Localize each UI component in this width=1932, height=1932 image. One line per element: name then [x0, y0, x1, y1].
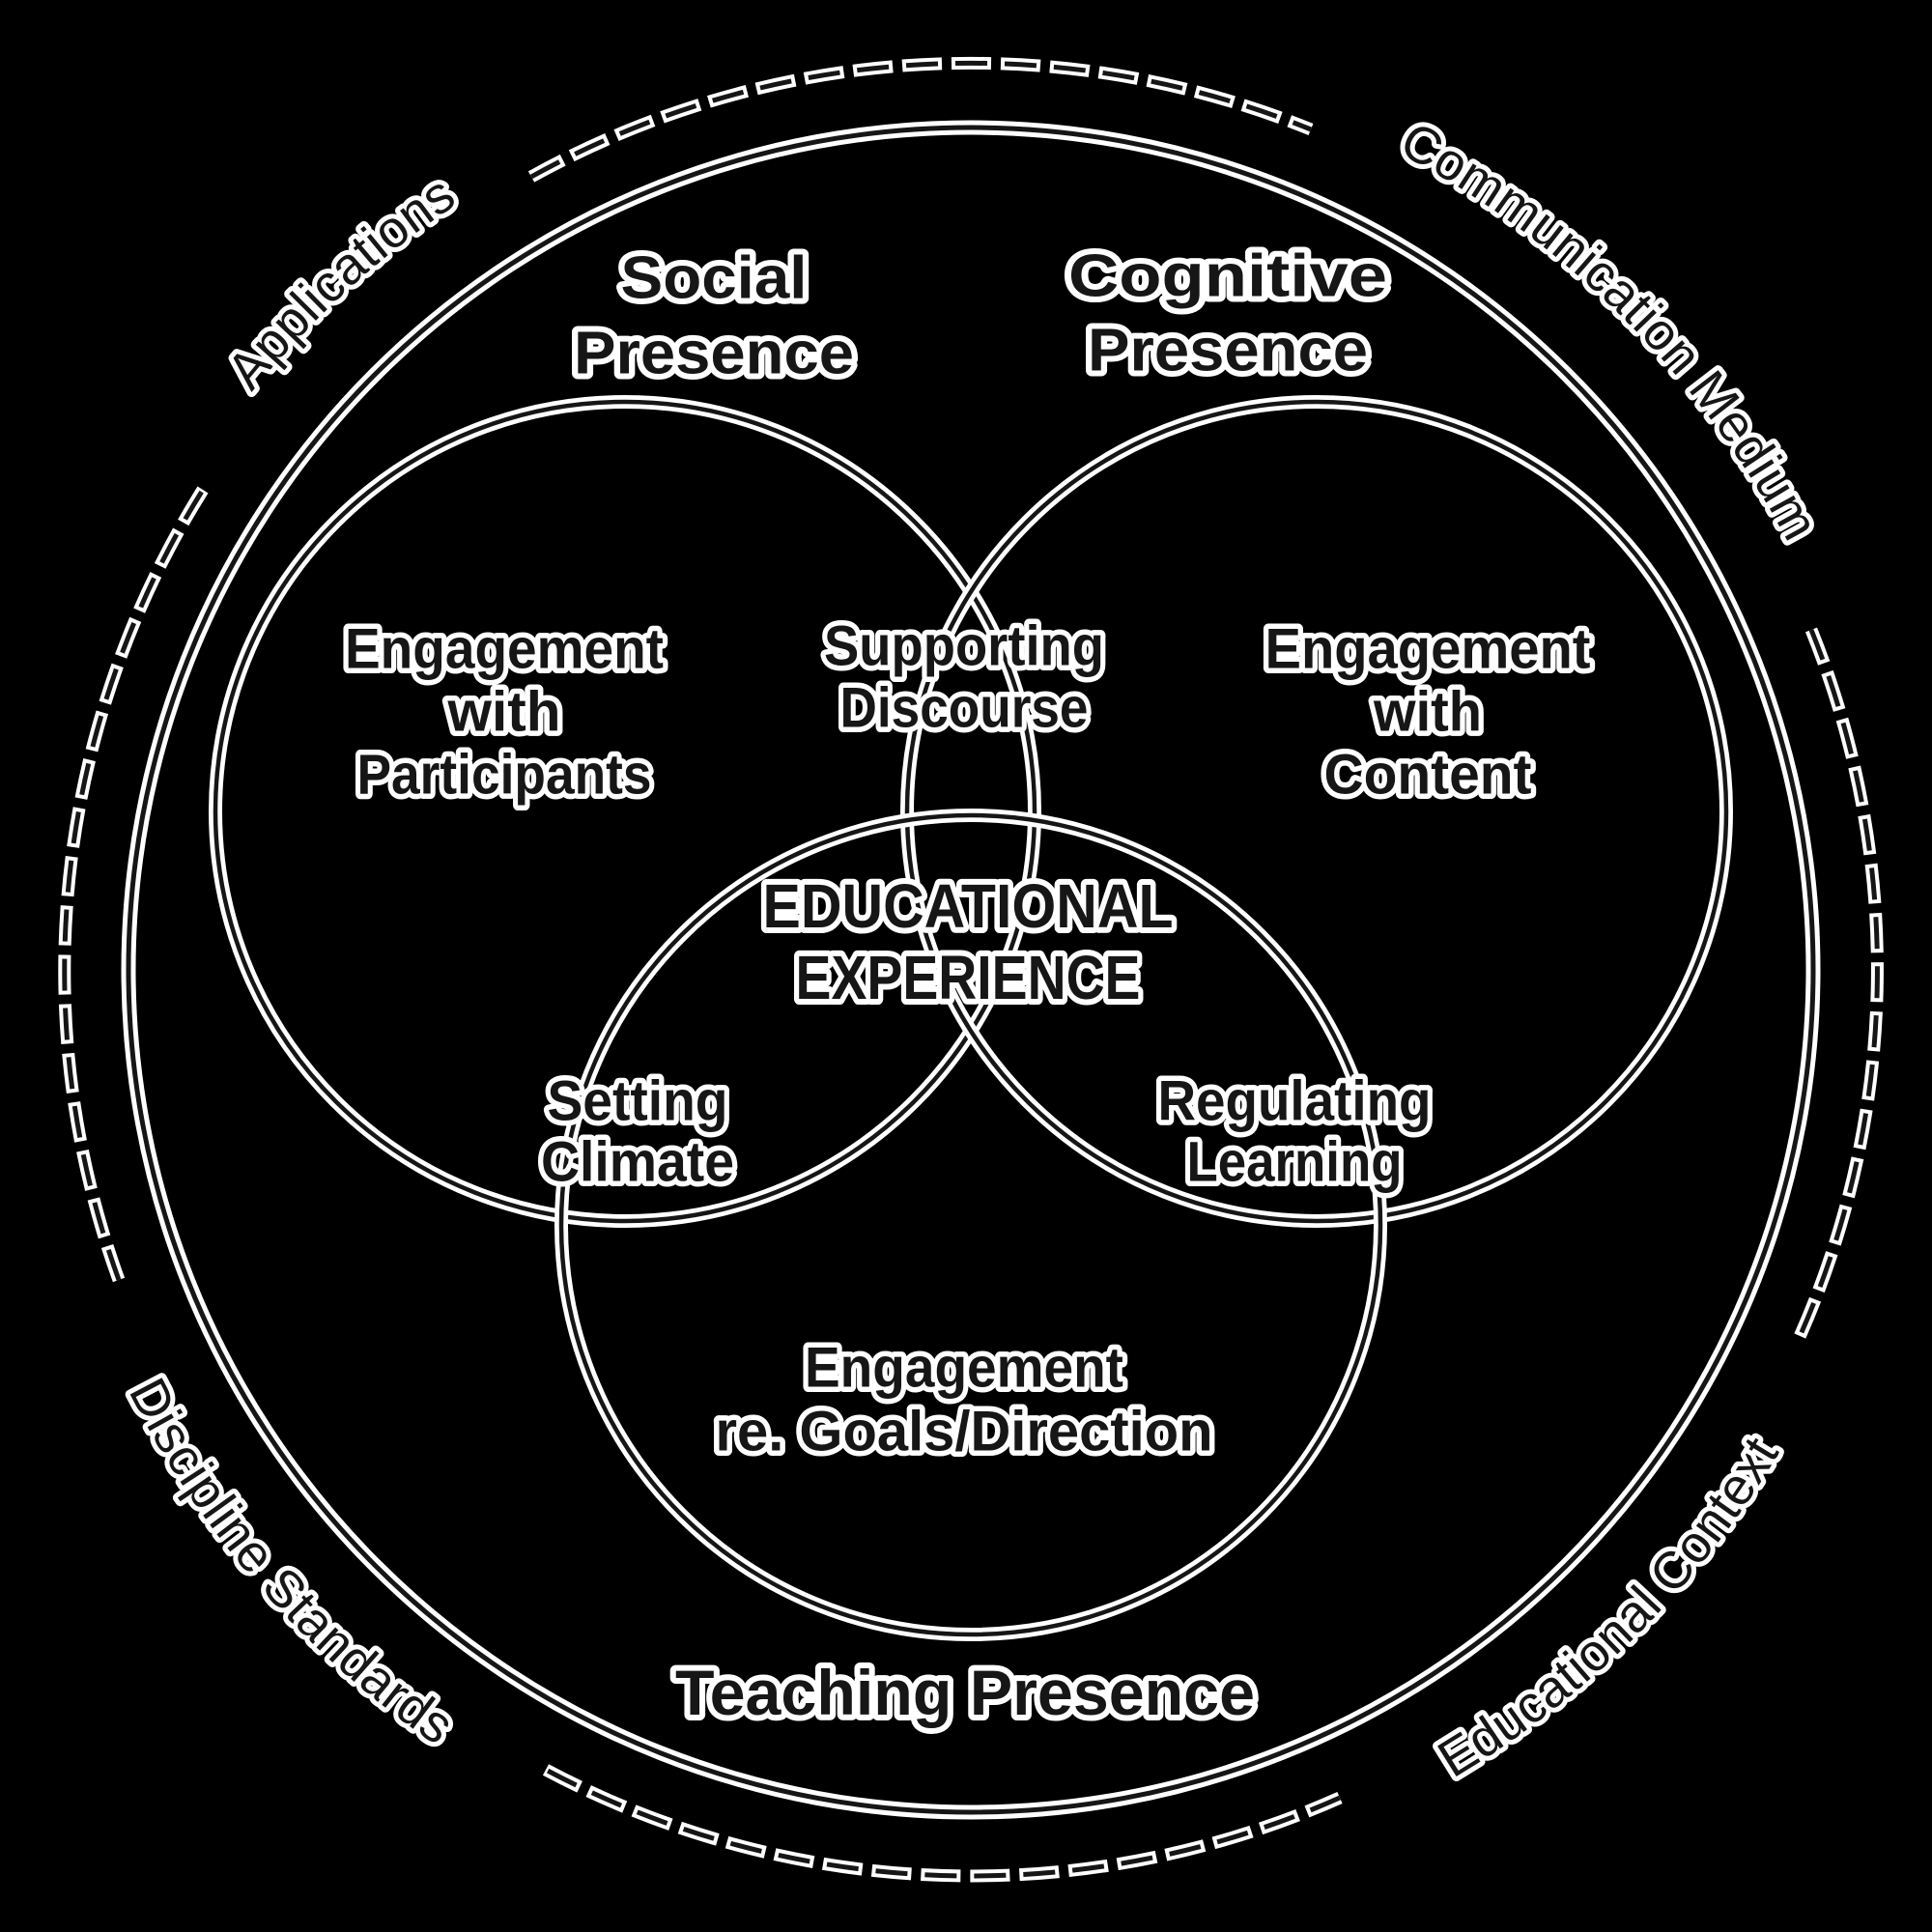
goals-line2: re. Goals/Direction [716, 1401, 1213, 1463]
regulating-line1: Regulating [1158, 1070, 1432, 1133]
label-cognitive-presence: Cognitive Presence [1063, 238, 1393, 390]
region-engagement-with-participants: Engagement with Participants [340, 612, 669, 811]
region-engagement-re-goals-direction: Engagement re. Goals/Direction [710, 1331, 1218, 1468]
label-teaching-presence: Teaching Presence [675, 1657, 1255, 1728]
social-title-line1: Social [621, 245, 808, 312]
participants-line1: Engagement [345, 618, 664, 681]
content-line2: with [1373, 681, 1482, 744]
content-line3: Content [1324, 744, 1532, 807]
goals-line1: Engagement [805, 1337, 1123, 1400]
supporting-line2: Discourse [840, 677, 1089, 740]
outer-boundary-circle [121, 120, 1821, 1820]
venn-circle-social [209, 395, 1041, 1228]
setting-line2: Climate [541, 1131, 734, 1194]
overlap-setting-climate: Setting Climate [536, 1065, 740, 1199]
dashed-arc-top [527, 56, 1314, 183]
venn-circle-teaching [554, 809, 1387, 1641]
educational-line1: EDUCATIONAL [763, 871, 1174, 941]
dashed-arc-left [58, 486, 209, 1283]
setting-line1: Setting [548, 1070, 728, 1133]
cognitive-title-line1: Cognitive [1068, 243, 1387, 310]
dashed-arc-bottom [542, 1764, 1343, 1883]
overlap-regulating-learning: Regulating Learning [1152, 1065, 1436, 1199]
dashed-context-ring [58, 56, 1884, 1883]
participants-line2: with [446, 681, 560, 744]
overlap-supporting-discourse: Supporting Discourse [819, 610, 1110, 745]
dashed-arc-right [1793, 627, 1884, 1342]
participants-line3: Participants [357, 744, 652, 807]
supporting-line1: Supporting [824, 615, 1104, 678]
label-social-presence: Social Presence [568, 240, 860, 393]
venn-circle-cognitive [900, 395, 1733, 1228]
region-engagement-with-content: Engagement with Content [1260, 612, 1596, 811]
center-educational-experience: EDUCATIONAL EXPERIENCE [757, 866, 1179, 1018]
educational-line2: EXPERIENCE [796, 943, 1141, 1012]
social-title-line2: Presence [574, 321, 854, 387]
regulating-line2: Learning [1187, 1131, 1403, 1194]
cognitive-title-line2: Presence [1088, 318, 1368, 384]
content-line1: Engagement [1265, 618, 1591, 681]
